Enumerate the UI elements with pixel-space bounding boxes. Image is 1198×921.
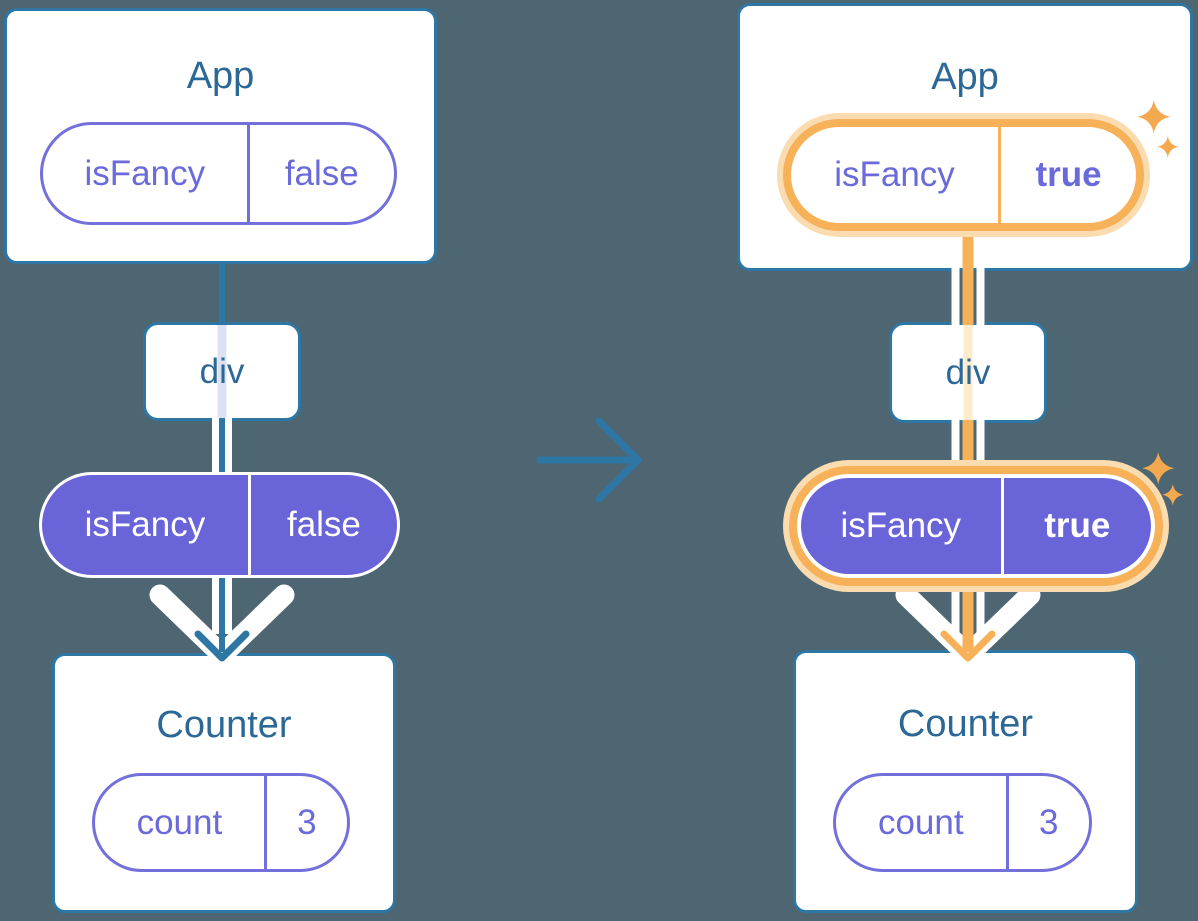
- prop-name: isFancy: [84, 153, 206, 193]
- before-counter-title: Counter: [156, 704, 292, 746]
- prop-value: true: [998, 127, 1136, 223]
- before-passed-prop-pill: isFancy false: [42, 475, 397, 575]
- after-pill-to-counter-arrow: [895, 584, 1041, 666]
- after-div-to-pill-shaft: [951, 420, 985, 468]
- prop-name: isFancy: [84, 505, 206, 544]
- before-counter-state-pill: count 3: [92, 773, 350, 872]
- state-value: 3: [263, 776, 347, 869]
- sparkle-icon: [1137, 100, 1171, 134]
- after-app-sparkles: [1137, 100, 1179, 158]
- sparkle-icon: [1157, 136, 1179, 158]
- prop-name: isFancy: [840, 506, 962, 545]
- state-value: 3: [1005, 776, 1090, 869]
- after-app-to-div-line: [951, 228, 985, 325]
- after-div-label: div: [945, 352, 991, 392]
- prop-value: false: [246, 125, 394, 222]
- before-div-pass-through-line: [217, 325, 227, 418]
- after-div-pass-through-line: [963, 325, 973, 420]
- sparkle-icon: [1142, 452, 1175, 485]
- prop-name: isFancy: [834, 155, 955, 194]
- arrowhead-icon: [194, 630, 250, 662]
- after-counter-title: Counter: [897, 703, 1034, 745]
- after-app-title: App: [931, 56, 999, 98]
- sparkle-icon: [1162, 484, 1184, 506]
- transition-right-arrow-icon: [536, 417, 642, 503]
- state-name: count: [877, 802, 964, 842]
- prop-value: true: [1000, 478, 1152, 574]
- before-pill-to-counter-arrow: [149, 572, 295, 666]
- before-div-to-pill-shaft: [212, 418, 232, 478]
- arrowhead-icon: [940, 630, 996, 662]
- before-app-to-div-line: [219, 261, 225, 325]
- prop-value: false: [247, 475, 397, 575]
- after-counter-state-pill: count 3: [833, 773, 1092, 872]
- before-app-title: App: [186, 55, 255, 97]
- after-passed-prop-pill: isFancy true: [801, 478, 1151, 574]
- after-pill-sparkles: [1142, 452, 1184, 506]
- before-div-label: div: [199, 351, 245, 391]
- state-name: count: [136, 802, 223, 842]
- before-app-prop-pill: isFancy false: [40, 122, 397, 225]
- after-app-prop-pill: isFancy true: [783, 119, 1144, 231]
